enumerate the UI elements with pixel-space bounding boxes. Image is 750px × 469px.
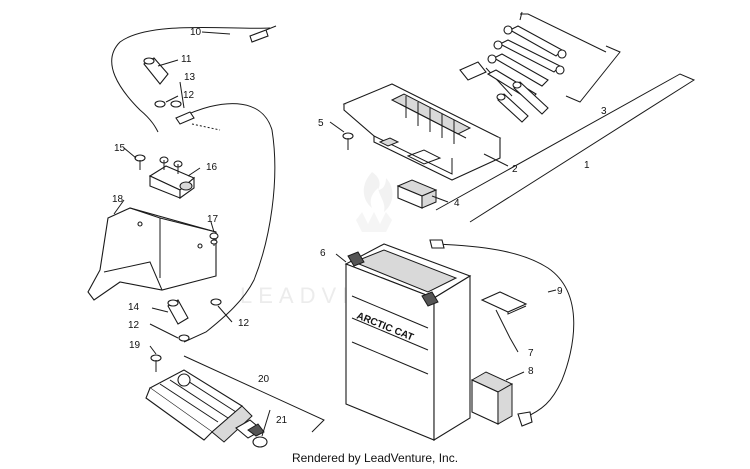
callout-10: 10 bbox=[190, 27, 202, 38]
callout-17: 17 bbox=[207, 214, 219, 225]
watermark-logo bbox=[356, 172, 393, 232]
tool-kit bbox=[459, 11, 621, 123]
tool-tray bbox=[342, 83, 502, 181]
cable-10-terminal bbox=[249, 29, 269, 43]
leader-lines bbox=[113, 31, 557, 437]
callout-3: 3 bbox=[601, 106, 607, 117]
callout-12-right: 12 bbox=[238, 318, 250, 329]
callout-14: 14 bbox=[128, 302, 140, 313]
callout-11: 11 bbox=[181, 54, 192, 65]
callout-16: 16 bbox=[206, 162, 218, 173]
cable-10 bbox=[111, 26, 271, 133]
nut-12-upper bbox=[154, 100, 182, 108]
callout-1: 1 bbox=[584, 160, 590, 171]
callout-5: 5 bbox=[318, 118, 324, 129]
starter-motor-20 bbox=[145, 369, 265, 443]
pad-7 bbox=[480, 291, 528, 313]
callout-6: 6 bbox=[320, 248, 326, 259]
boot-11 bbox=[143, 57, 169, 85]
screw-5 bbox=[342, 132, 354, 150]
bracket-18 bbox=[87, 207, 217, 301]
callout-19: 19 bbox=[129, 340, 141, 351]
foam-block-4 bbox=[396, 179, 438, 209]
callout-7: 7 bbox=[528, 348, 534, 359]
callout-8: 8 bbox=[528, 366, 534, 377]
o-ring-21 bbox=[252, 436, 268, 448]
callout-21: 21 bbox=[276, 415, 288, 426]
callout-12-left: 12 bbox=[128, 320, 140, 331]
screw-17 bbox=[209, 232, 219, 246]
solenoid-16 bbox=[148, 156, 196, 200]
callout-15: 15 bbox=[114, 143, 126, 154]
footer-credit: Rendered by LeadVenture, Inc. bbox=[291, 451, 459, 465]
callout-4: 4 bbox=[454, 198, 460, 209]
screw-15 bbox=[134, 154, 146, 170]
foam-block-8 bbox=[470, 371, 514, 425]
callout-12-upper: 12 bbox=[183, 90, 195, 101]
callout-13: 13 bbox=[184, 72, 196, 83]
screw-19 bbox=[150, 354, 162, 372]
callout-9: 9 bbox=[557, 286, 563, 297]
cable-13 bbox=[179, 103, 276, 343]
battery-6 bbox=[344, 243, 472, 441]
boot-14 bbox=[167, 299, 189, 325]
battery-cable-9 bbox=[435, 243, 575, 419]
callout-20: 20 bbox=[258, 374, 270, 385]
callout-18: 18 bbox=[112, 194, 124, 205]
nut-12-lower bbox=[178, 298, 222, 342]
callout-2: 2 bbox=[512, 164, 518, 175]
callout-bracket-20 bbox=[183, 355, 325, 433]
callout-bracket-1 bbox=[435, 73, 696, 223]
